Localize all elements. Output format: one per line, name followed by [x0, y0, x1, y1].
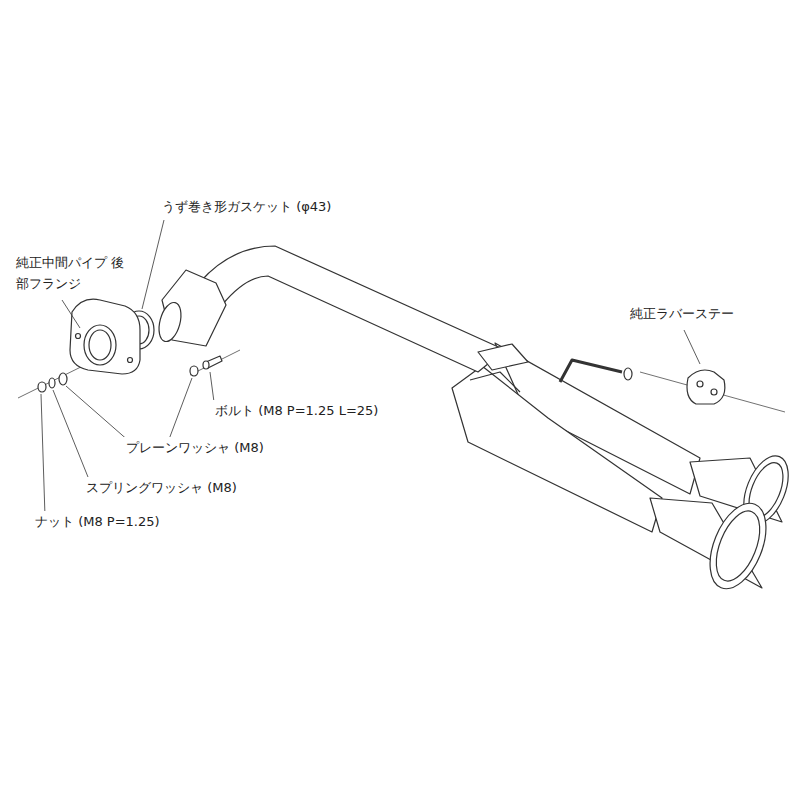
flange-label: 純正中間パイプ 後部フランジ [14, 252, 130, 294]
plain-washer-label: プレーンワッシャ (M8) [124, 437, 266, 458]
gasket-label: うず巻き形ガスケット (φ43) [160, 196, 333, 217]
rubber-stay-label: 純正ラバーステー [628, 303, 736, 324]
spring-washer-label: スプリングワッシャ (M8) [84, 477, 239, 498]
bolt-label: ボルト (M8 P=1.25 L=25) [213, 400, 380, 421]
nut-label: ナット (M8 P=1.25) [33, 511, 162, 532]
